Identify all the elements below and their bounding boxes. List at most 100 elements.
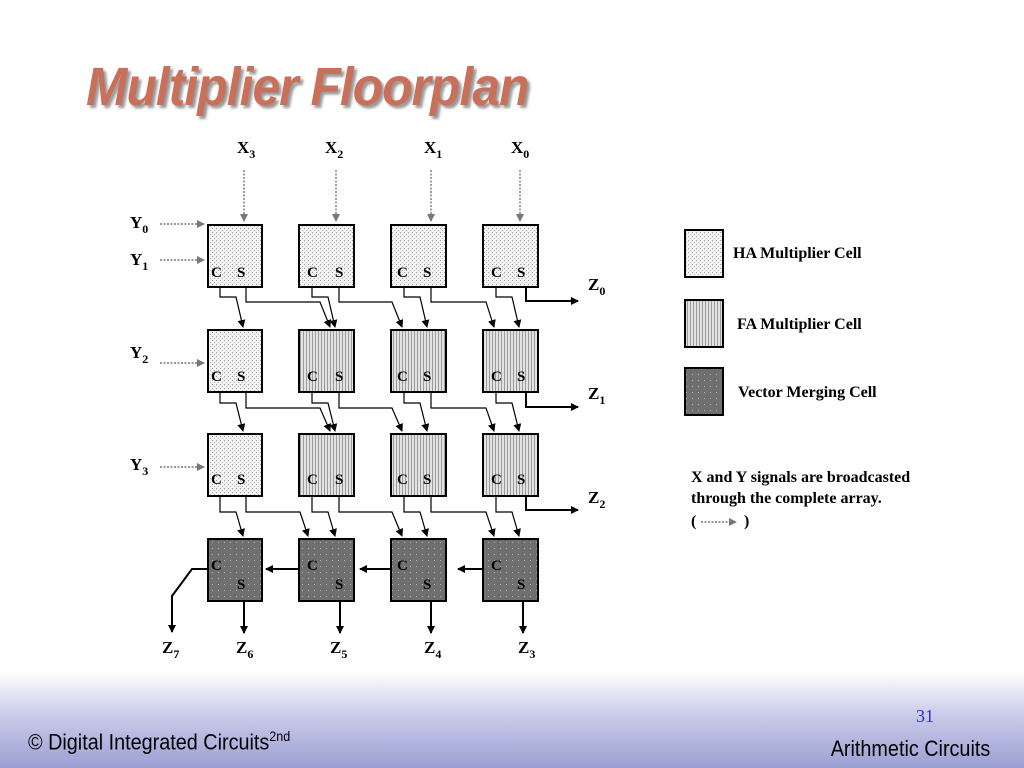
row-4-cells — [207, 538, 539, 602]
footer-topic: Arithmetic Circuits — [830, 736, 990, 761]
ha-cell — [390, 224, 447, 288]
signal-index-subscript: 5 — [341, 647, 347, 661]
carry-label: C — [491, 558, 502, 574]
note-line-1: X and Y signals are broadcasted — [691, 469, 910, 486]
sum-label: S — [237, 369, 245, 385]
output-label-z1: Z1 — [588, 384, 605, 407]
carry-label: C — [491, 265, 502, 281]
ha-cell — [207, 433, 263, 497]
sum-label: S — [517, 265, 525, 281]
signal-index-subscript: 0 — [142, 222, 148, 236]
page-number: 31 — [916, 706, 934, 726]
input-label-x1: X1 — [424, 138, 442, 161]
signal-index-subscript: 2 — [599, 497, 605, 511]
sum-label: S — [517, 577, 525, 593]
sum-label: S — [335, 577, 343, 593]
ha-cell — [207, 224, 263, 288]
signal-index-subscript: 3 — [529, 647, 535, 661]
footer-edition: 2nd — [269, 728, 291, 744]
signal-index-subscript: 3 — [249, 147, 255, 161]
sum-label: S — [237, 265, 245, 281]
input-label-y1: Y1 — [130, 250, 148, 273]
carry-label: C — [211, 265, 222, 281]
carry-label: C — [397, 558, 408, 574]
signal-index-subscript: 0 — [599, 284, 605, 298]
sum-label: S — [423, 265, 431, 281]
carry-label: C — [307, 472, 318, 488]
signal-index-subscript: 0 — [523, 147, 529, 161]
legend: HA Multiplier Cell FA Multiplier Cell Ve… — [684, 229, 877, 416]
sum-label: S — [423, 577, 431, 593]
sum-label: S — [517, 369, 525, 385]
output-label-z0: Z0 — [588, 275, 605, 298]
signal-index-subscript: 4 — [435, 647, 441, 661]
slide-title: Multiplier Floorplan — [86, 57, 529, 117]
broadcast-note: X and Y signals are broadcasted through … — [691, 469, 910, 530]
legend-fa-swatch — [684, 299, 724, 348]
sum-label: S — [335, 472, 343, 488]
sum-label: S — [517, 472, 525, 488]
output-label-z4: Z4 — [424, 638, 441, 661]
signal-index-subscript: 6 — [247, 647, 253, 661]
sum-label: S — [237, 577, 245, 593]
vector-merging-cell — [390, 538, 447, 602]
x-broadcast-arrows — [240, 170, 524, 222]
output-label-z6: Z6 — [236, 638, 253, 661]
signal-index-subscript: 7 — [173, 647, 179, 661]
carry-label: C — [211, 369, 222, 385]
fa-cell — [482, 433, 539, 497]
input-label-y2: Y2 — [130, 343, 148, 366]
row-3-cells — [207, 433, 539, 497]
signal-index-subscript: 2 — [337, 147, 343, 161]
input-label-x2: X2 — [325, 138, 343, 161]
row-2-cells — [207, 329, 539, 393]
carry-label: C — [491, 472, 502, 488]
input-label-x0: X0 — [511, 138, 529, 161]
carry-label: C — [307, 369, 318, 385]
carry-label: C — [211, 472, 222, 488]
carry-label: C — [211, 558, 222, 574]
carry-label: C — [307, 265, 318, 281]
legend-vm-swatch — [684, 367, 724, 416]
output-label-z2: Z2 — [588, 488, 605, 511]
legend-ha-label: HA Multiplier Cell — [733, 245, 862, 262]
note-paren-close: ) — [744, 513, 749, 530]
signal-index-subscript: 2 — [142, 352, 148, 366]
fa-cell — [298, 329, 355, 393]
carry-label: C — [307, 558, 318, 574]
signal-index-subscript: 1 — [599, 393, 605, 407]
fa-cell — [390, 329, 447, 393]
legend-fa-label: FA Multiplier Cell — [737, 316, 862, 333]
footer-band — [0, 672, 1024, 768]
output-label-z3: Z3 — [518, 638, 535, 661]
output-label-z5: Z5 — [330, 638, 347, 661]
signal-index-subscript: 1 — [436, 147, 442, 161]
carry-label: C — [397, 369, 408, 385]
note-line-2: through the complete array. — [691, 490, 882, 507]
ha-cell — [207, 329, 263, 393]
signal-index-subscript: 1 — [142, 259, 148, 273]
fa-cell — [482, 329, 539, 393]
sum-label: S — [335, 265, 343, 281]
footer-copyright: © Digital Integrated Circuits2nd — [28, 728, 290, 755]
input-label-x3: X3 — [237, 138, 255, 161]
ha-cell — [482, 224, 539, 288]
ha-cell — [298, 224, 355, 288]
sum-label: S — [423, 369, 431, 385]
note-paren-open: ( — [691, 513, 696, 530]
footer-copyright-text: © Digital Integrated Circuits — [28, 729, 270, 755]
carry-label: C — [491, 369, 502, 385]
row-1-cells — [207, 224, 539, 288]
carry-sum-wires — [168, 288, 579, 634]
multiplier-floorplan-diagram: X3 X2 X1 X0 Y0 Y1 Y2 Y3 — [130, 138, 910, 661]
sum-label: S — [423, 472, 431, 488]
y-broadcast-arrows — [160, 220, 205, 471]
signal-index-subscript: 3 — [142, 464, 148, 478]
carry-label: C — [397, 472, 408, 488]
sum-label: S — [335, 369, 343, 385]
output-label-z7: Z7 — [162, 638, 179, 661]
input-label-y0: Y0 — [130, 213, 148, 236]
legend-vm-label: Vector Merging Cell — [738, 384, 877, 401]
sum-label: S — [237, 472, 245, 488]
